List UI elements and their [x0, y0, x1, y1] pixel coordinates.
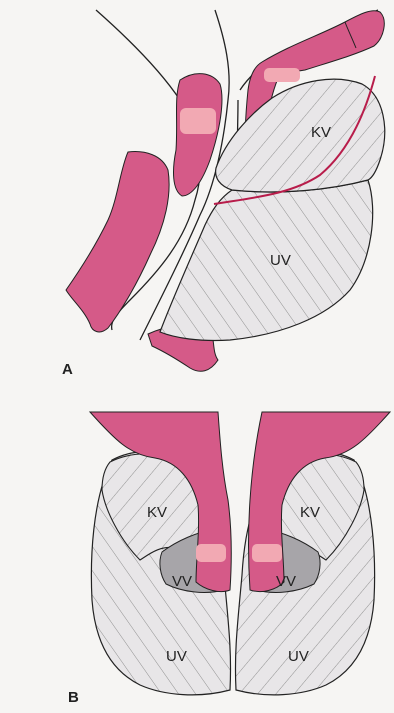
sphincter-highlight	[180, 108, 216, 134]
label-vv-right: VV	[276, 573, 296, 590]
left-pink-highlight	[196, 544, 226, 562]
panel-a: KV UV A	[62, 10, 385, 378]
bladder-highlight	[264, 68, 300, 82]
label-uv-right: UV	[288, 648, 309, 665]
gland-uv-zone	[160, 180, 373, 341]
label-uv-left: UV	[166, 648, 187, 665]
panel-letter-a: A	[62, 361, 73, 378]
label-uv-a: UV	[270, 252, 291, 269]
right-pink-highlight	[252, 544, 282, 562]
gland-kv-zone	[216, 79, 385, 192]
label-kv-left: KV	[147, 504, 167, 521]
label-kv-right: KV	[300, 504, 320, 521]
label-vv-left: VV	[172, 573, 192, 590]
label-kv-a: KV	[311, 124, 331, 141]
panel-b: KV KV VV VV UV UV B	[68, 412, 390, 706]
panel-letter-b: B	[68, 689, 79, 706]
anterior-stroma	[66, 152, 169, 332]
